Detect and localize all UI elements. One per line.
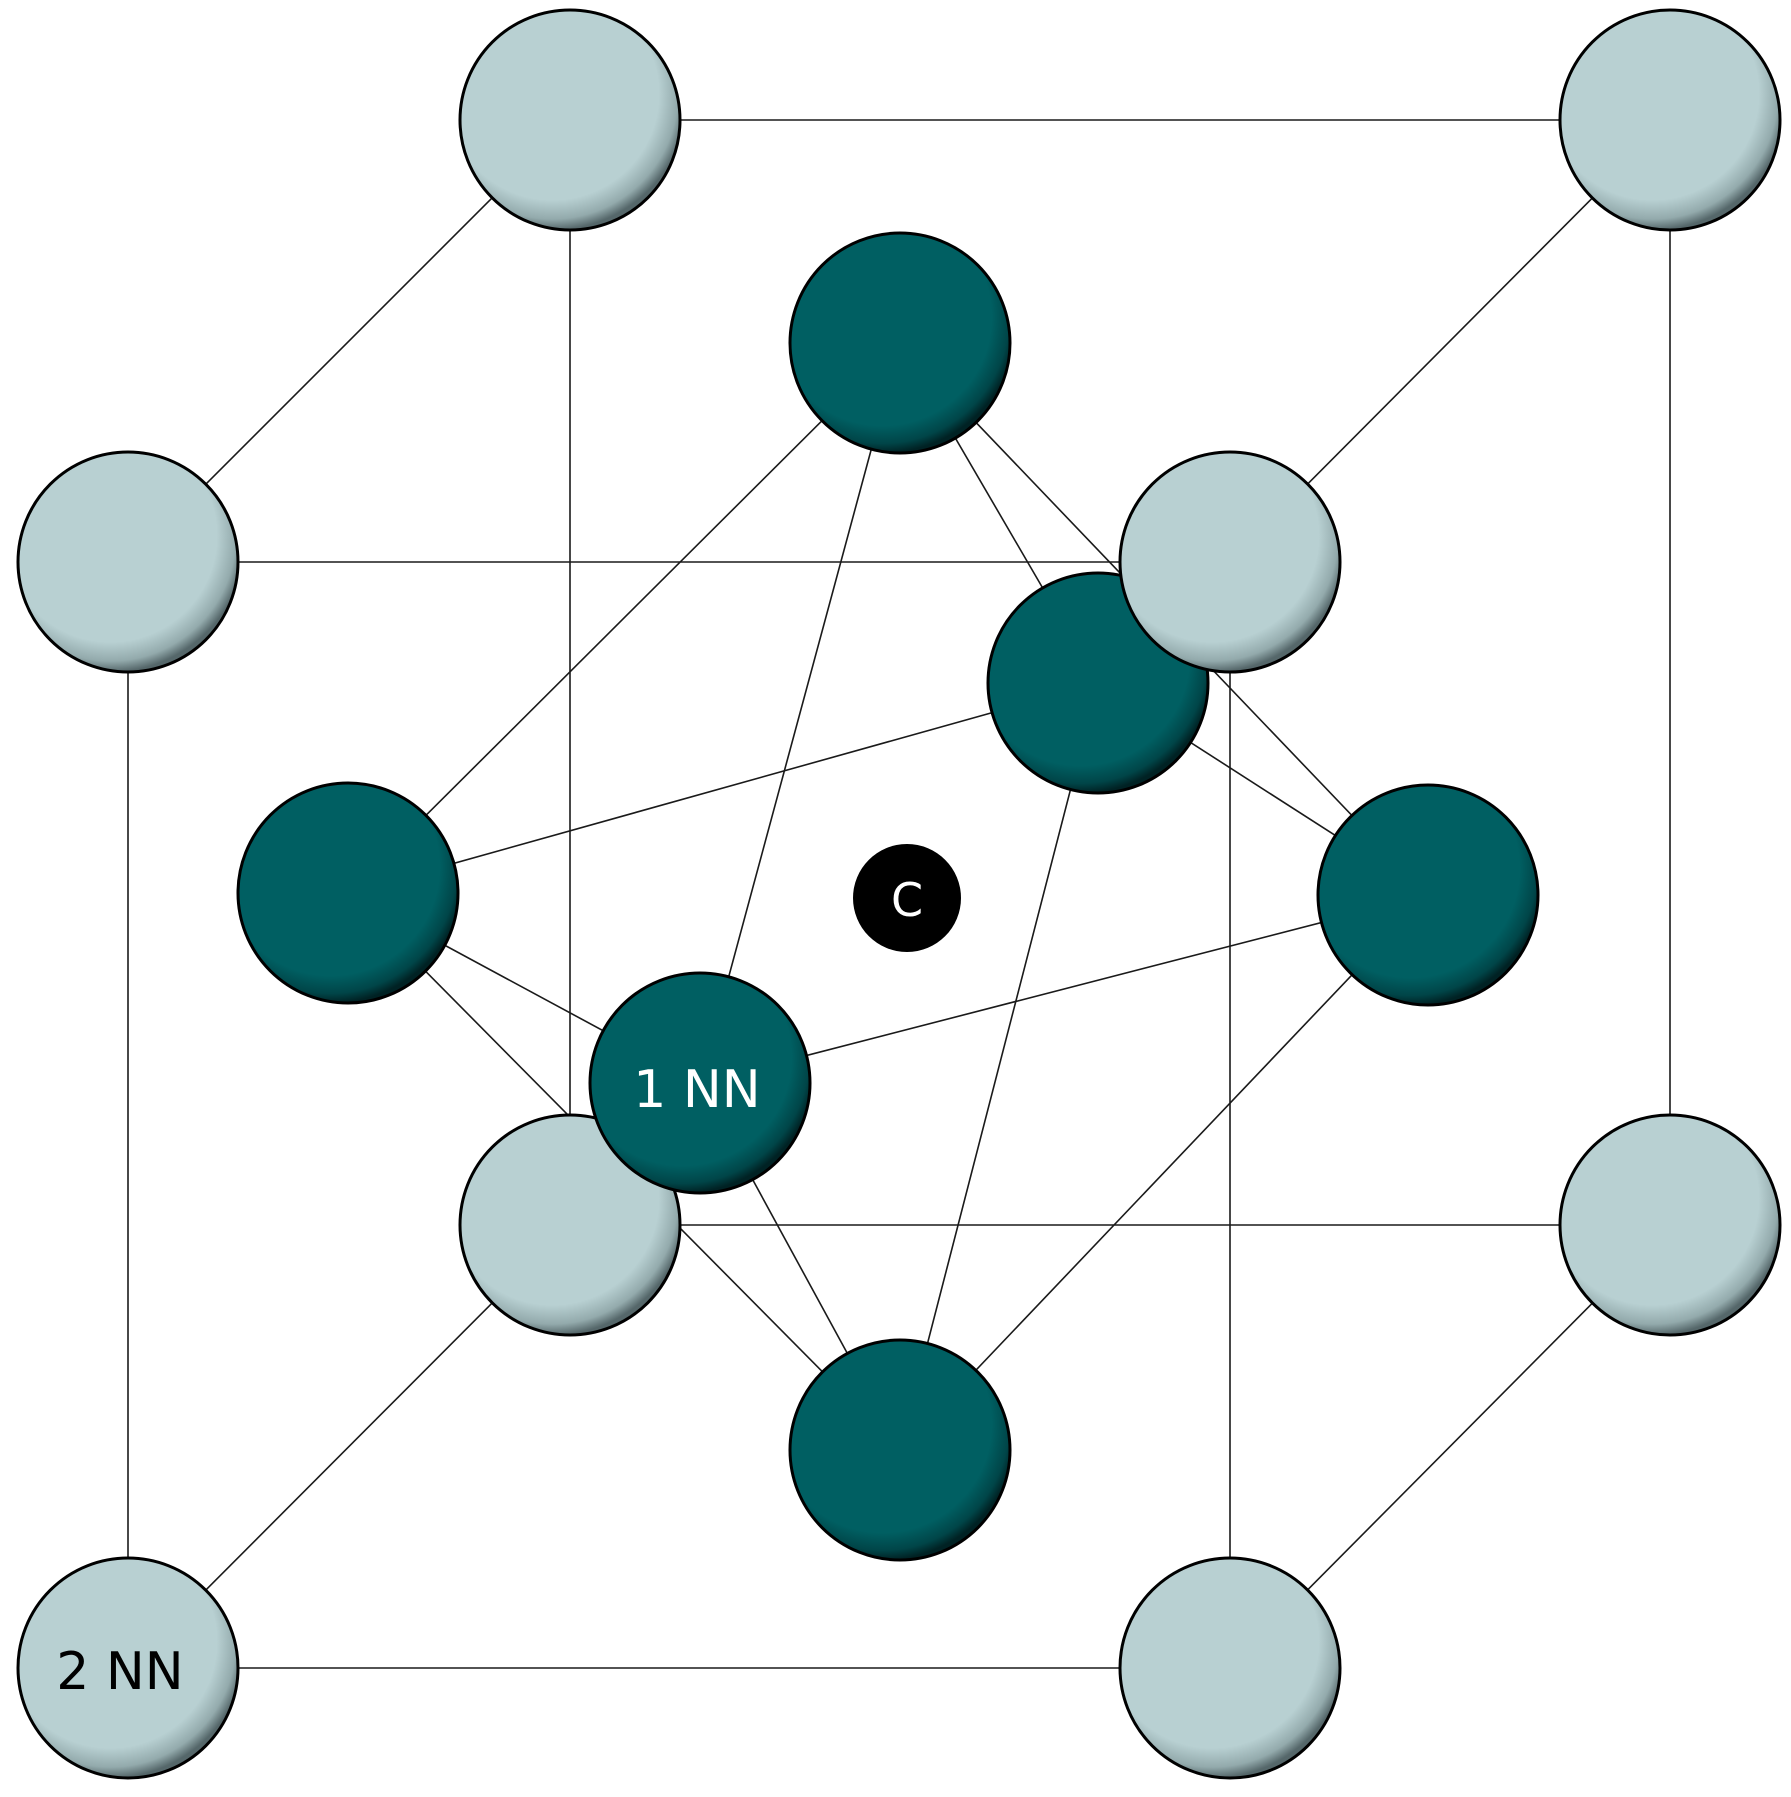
front-layer: 2 NN xyxy=(16,450,1782,1780)
second-neighbor-atom xyxy=(16,1556,240,1780)
octahedron-bond xyxy=(899,682,1099,1451)
second-neighbor-atom xyxy=(16,450,240,674)
octahedron-bond xyxy=(699,342,901,1084)
second-neighbor-atom xyxy=(458,1113,682,1337)
first-neighbor-atom xyxy=(236,781,460,1005)
first-neighbor-atom xyxy=(1316,783,1540,1007)
first-neighbor-atom xyxy=(588,971,812,1195)
octahedron-bond xyxy=(347,342,901,894)
first-neighbor-atom xyxy=(788,1338,1012,1562)
second-neighbor-atom xyxy=(1558,1113,1782,1337)
second-neighbor-atom xyxy=(1118,450,1342,674)
second-neighbor-atom xyxy=(1558,8,1782,232)
back-layer xyxy=(127,8,1782,1225)
second-neighbor-label: 2 NN xyxy=(56,1642,183,1702)
carbon-atom xyxy=(853,844,961,952)
octahedron-upper-atoms: C xyxy=(236,231,1540,1007)
carbon-label: C xyxy=(891,873,923,927)
second-neighbor-atom xyxy=(458,8,682,232)
octahedron-bond xyxy=(899,894,1429,1451)
first-neighbor-atom xyxy=(788,231,1012,455)
octahedron-bond xyxy=(347,682,1099,894)
first-neighbor-label: 1 NN xyxy=(633,1060,760,1120)
octahedron-front-atoms: 1 NN xyxy=(588,571,1210,1562)
second-neighbor-atom xyxy=(1118,1556,1342,1780)
octahedron-bond xyxy=(699,894,1429,1084)
